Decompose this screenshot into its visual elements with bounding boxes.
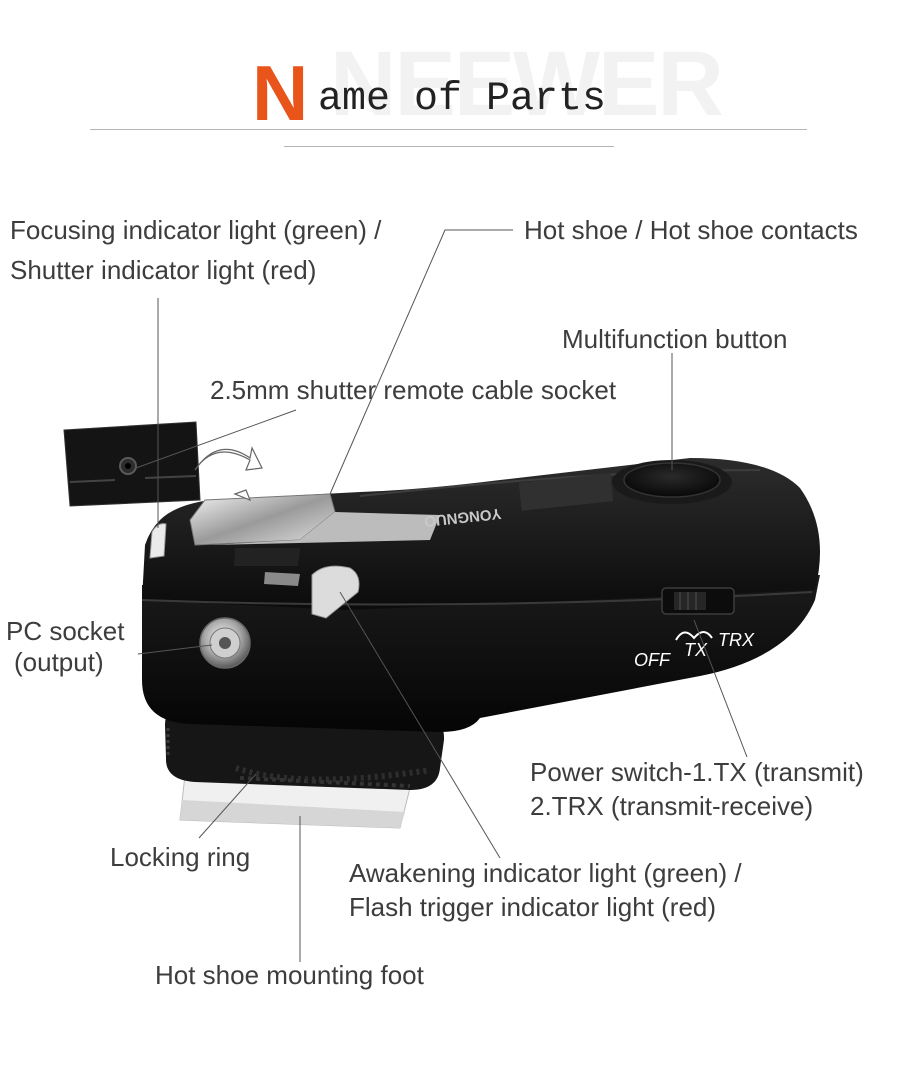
power-switch: OFF TX TRX xyxy=(634,587,755,670)
leader-cable-socket xyxy=(135,409,297,469)
switch-label-tx: TX xyxy=(684,640,708,660)
label-pc-socket-line2: (output) xyxy=(14,647,104,678)
title-divider xyxy=(90,129,807,130)
multifunction-button xyxy=(612,460,732,504)
page-title: ame of Parts xyxy=(318,77,607,122)
hot-shoe-mounting-foot xyxy=(179,774,411,829)
cable-socket-inset xyxy=(63,421,201,507)
label-power-switch: Power switch-1.TX (transmit) 2.TRX (tran… xyxy=(530,755,864,824)
switch-label-off: OFF xyxy=(634,650,671,670)
brand-watermark: NEEWER xyxy=(330,33,724,135)
leader-hot-shoe xyxy=(329,229,513,495)
leader-pc-socket xyxy=(137,644,213,655)
label-cable-socket: 2.5mm shutter remote cable socket xyxy=(210,375,617,405)
label-mounting-foot: Hot shoe mounting foot xyxy=(155,960,424,990)
label-awakening-indicator: Awakening indicator light (green) / Flas… xyxy=(349,856,742,925)
label-focusing-line2: Shutter indicator light (red) xyxy=(10,255,317,286)
title-initial-letter: N xyxy=(252,49,308,137)
inset-pointer-arrow xyxy=(194,446,263,502)
title-subdivider xyxy=(284,146,614,147)
awakening-indicator-light xyxy=(311,565,360,619)
leader-awakening xyxy=(339,591,501,859)
leader-lines xyxy=(135,229,748,962)
label-hot-shoe: Hot shoe / Hot shoe contacts xyxy=(524,215,858,245)
label-focusing-line1: Focusing indicator light (green) / xyxy=(10,215,382,245)
label-pc-socket-line1: PC socket xyxy=(6,616,125,646)
hot-shoe xyxy=(189,493,440,586)
switch-label-trx: TRX xyxy=(718,630,755,650)
leader-power-switch xyxy=(693,619,748,758)
label-pc-socket: PC socket (output) xyxy=(6,616,125,678)
label-awakening-line1: Awakening indicator light (green) / xyxy=(349,858,742,888)
label-power-switch-line2: 2.TRX (transmit-receive) xyxy=(530,791,814,822)
pc-socket xyxy=(199,617,251,669)
focusing-indicator-light xyxy=(149,523,167,559)
label-focusing-indicator: Focusing indicator light (green) / Shutt… xyxy=(10,210,381,291)
label-awakening-line2: Flash trigger indicator light (red) xyxy=(349,892,717,923)
label-multifunction-button: Multifunction button xyxy=(562,324,788,354)
leader-locking-ring xyxy=(198,773,257,839)
label-power-switch-line1: Power switch-1.TX (transmit) xyxy=(530,757,864,787)
label-locking-ring: Locking ring xyxy=(110,842,251,872)
